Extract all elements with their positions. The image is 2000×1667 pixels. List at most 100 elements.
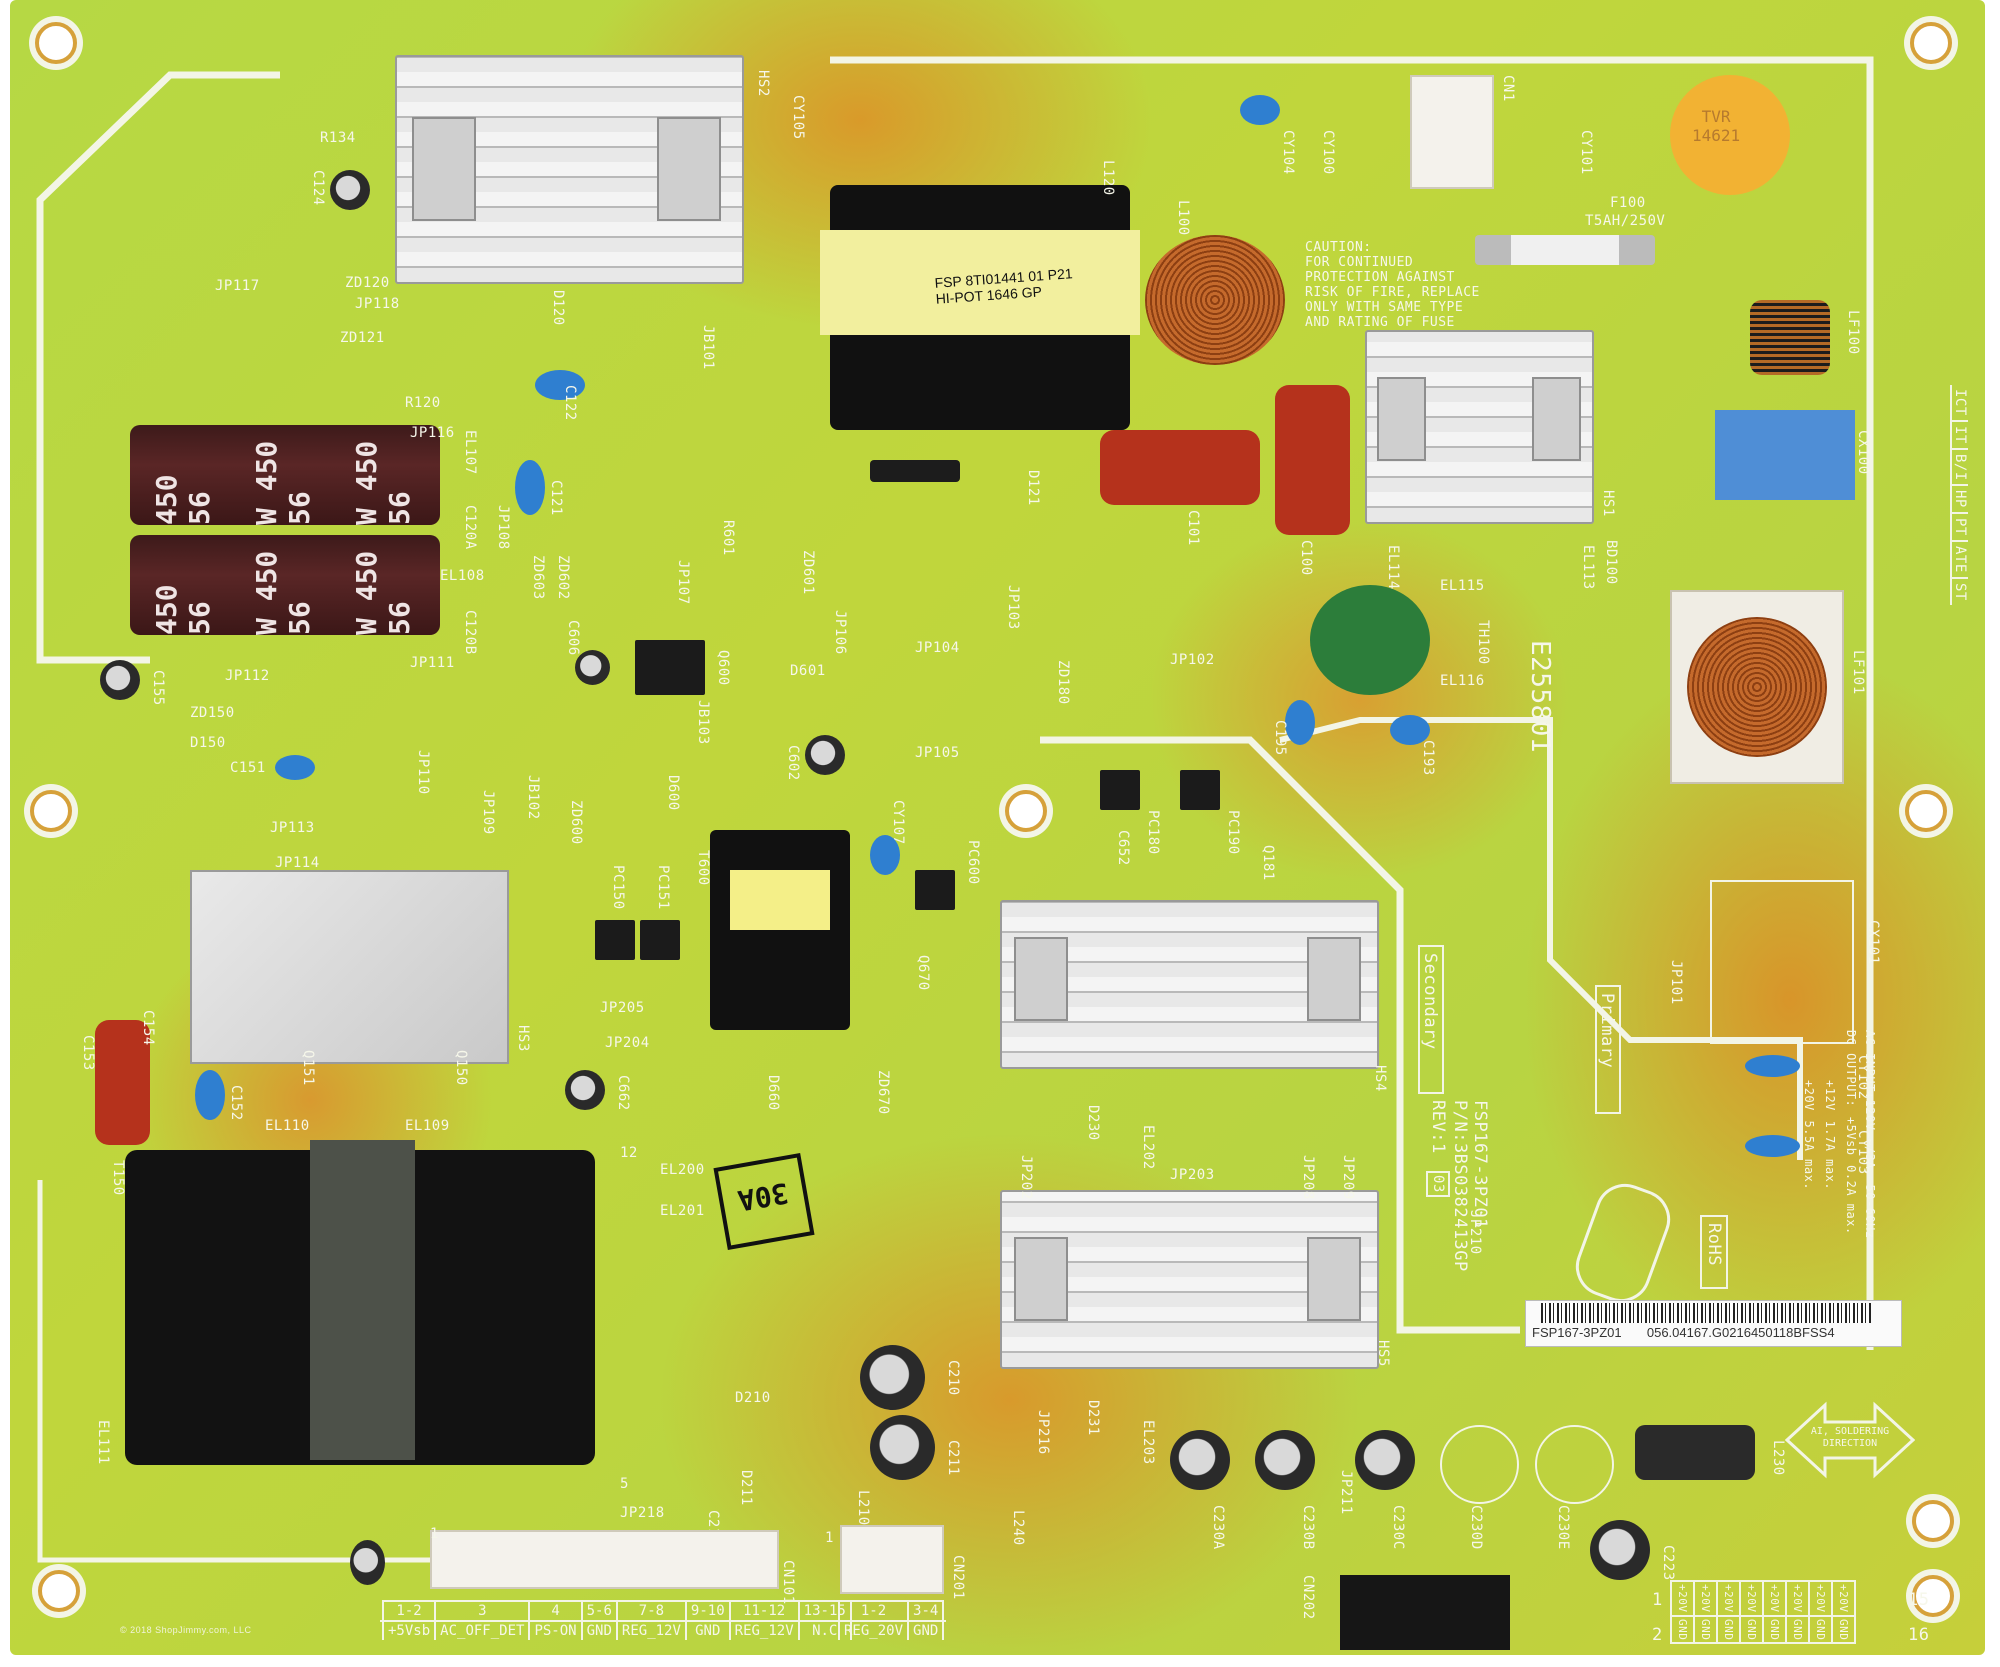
- capacitor-c122: [535, 370, 585, 400]
- ac-input-rating: AC INPUT:120V ~/3A, 50-60Hz: [1863, 1030, 1877, 1239]
- capacitor-c193: [1390, 715, 1430, 745]
- bulk-cap-voltage: 450: [150, 474, 183, 525]
- refdes-r120: R120: [405, 395, 441, 411]
- refdes-c230d: C230D: [1468, 1505, 1484, 1550]
- connector-cn101[interactable]: [430, 1530, 779, 1589]
- bulk-cap-voltage: 450: [150, 584, 183, 635]
- barcode-model: FSP167-3PZ01: [1532, 1325, 1622, 1340]
- connector-cn201[interactable]: [840, 1525, 944, 1594]
- pin-12-label: 12: [620, 1145, 638, 1161]
- barcode: [1541, 1303, 1871, 1323]
- qc-checklist: ICT IT B/I HP PT ATE ST: [1950, 385, 1982, 605]
- rohs-box: RoHS: [1700, 1215, 1728, 1289]
- bulk-cap-voltage: 450: [350, 440, 383, 492]
- cn201-pin1: 1: [825, 1530, 834, 1546]
- capacitor-c153: [95, 1020, 150, 1145]
- cn202-row2-start: 2: [1652, 1625, 1663, 1645]
- handwritten-mark: 30A: [713, 1152, 815, 1251]
- main-transformer-t100: FSP 8TI01441 01 P21 HI-POT 1646 GP: [820, 185, 1140, 430]
- fuse-rating: T5AH/250V: [1585, 213, 1666, 229]
- refdes-cn101: CN101: [780, 1560, 796, 1605]
- refdes-jb101: JB101: [700, 325, 716, 370]
- cn202-pin-signal: +20V: [1741, 1582, 1762, 1617]
- capacitor-c152: [195, 1070, 225, 1120]
- isolation-boundary-outline: [36, 56, 1874, 1563]
- heatsink-clip: [1014, 937, 1068, 1021]
- refdes-c211: C211: [945, 1440, 961, 1476]
- refdes-jp208: JP208: [1300, 1155, 1316, 1200]
- mounting-hole: [1910, 22, 1952, 64]
- refdes-d121: D121: [1025, 470, 1041, 506]
- refdes-jp108: JP108: [495, 505, 511, 550]
- refdes-hs1: HS1: [1600, 490, 1616, 517]
- refdes-hs4: HS4: [1372, 1065, 1388, 1092]
- refdes-t600: T600: [695, 850, 711, 886]
- qc-item: IT: [1952, 422, 1968, 450]
- refdes-jp107: JP107: [675, 560, 691, 605]
- refdes-r134: R134: [320, 130, 356, 146]
- cx101-outline: [1710, 880, 1854, 1044]
- caution-line: AND RATING OF FUSE: [1305, 315, 1455, 330]
- refdes-c122: C122: [562, 385, 578, 421]
- capacitor-c124: [330, 170, 370, 210]
- mounting-hole: [1912, 1575, 1954, 1617]
- refdes-c100: C100: [1298, 540, 1314, 576]
- refdes-el201: EL201: [660, 1203, 705, 1219]
- ic-q600: [635, 640, 705, 695]
- ac-input-connector-cn1[interactable]: [1410, 75, 1494, 189]
- thermistor-ref: TH100: [1475, 620, 1491, 665]
- transformer-t600: [710, 830, 850, 1030]
- refdes-jp101: JP101: [1668, 960, 1684, 1005]
- capacitor-c230d-footprint: [1440, 1425, 1519, 1504]
- refdes-jp118: JP118: [355, 296, 400, 312]
- heatsink-clip: [1532, 377, 1581, 461]
- transformer-tape: FSP 8TI01441 01 P21 HI-POT 1646 GP: [820, 230, 1140, 335]
- capacitor-cy107: [870, 835, 900, 875]
- cn202-pin-signal: +20V: [1764, 1582, 1785, 1617]
- refdes-q181: Q181: [1260, 845, 1276, 881]
- refdes-jp216: JP216: [1035, 1410, 1051, 1455]
- refdes-c652: C652: [1115, 830, 1131, 866]
- cn202-pin-signal: +20V: [1672, 1582, 1693, 1617]
- capacitor-cy102: [1745, 1055, 1800, 1077]
- heatsink-clip: [1307, 937, 1361, 1021]
- capacitor-c210: [860, 1345, 925, 1410]
- refdes-t150: T150: [110, 1160, 126, 1196]
- bulk-cap-voltage: 450: [250, 550, 283, 602]
- heatsink-hs4: [1000, 900, 1379, 1069]
- revision-triangle-label: 03: [1426, 1171, 1450, 1198]
- varistor-va100: TVR 14621: [1670, 75, 1790, 195]
- refdes-hs5: HS5: [1375, 1340, 1391, 1367]
- refdes-c120a: C120A: [462, 505, 478, 550]
- refdes-el200: EL200: [660, 1162, 705, 1178]
- connector-cn202[interactable]: [1340, 1575, 1510, 1650]
- refdes-q670: Q670: [915, 955, 931, 991]
- cn202-pin-signal: GND: [1768, 1618, 1781, 1640]
- refdes-q151: Q151: [300, 1050, 316, 1086]
- refdes-cy105: CY105: [790, 95, 806, 140]
- refdes-jp116: JP116: [410, 425, 455, 441]
- refdes-jp202: JP202: [1018, 1155, 1034, 1200]
- capacitor-c155: [100, 660, 140, 700]
- pin-5-label: 5: [620, 1476, 629, 1492]
- refdes-c602: C602: [785, 745, 801, 781]
- refdes-el203: EL203: [1140, 1420, 1156, 1465]
- refdes-zd150: ZD150: [190, 705, 235, 721]
- mounting-hole: [30, 790, 72, 832]
- refdes-jp203: JP203: [1170, 1167, 1215, 1183]
- x2-capacitor-cx100: [1715, 410, 1855, 500]
- refdes-l240: L240: [1010, 1510, 1026, 1546]
- refdes-jp102: JP102: [1170, 652, 1215, 668]
- caution-line: FOR CONTINUED: [1305, 255, 1414, 270]
- refdes-jp205: JP205: [600, 1000, 645, 1016]
- choke-lf101: [1670, 590, 1844, 784]
- board-part-number-block: P/N:3BS0382413GP: [1450, 1100, 1470, 1272]
- refdes-c195: C195: [1272, 720, 1288, 756]
- refdes-zd121: ZD121: [340, 330, 385, 346]
- board-id-block: FSP167-3PZ01: [1470, 1100, 1490, 1229]
- cn202-row2-end: 16: [1908, 1625, 1930, 1645]
- capacitor-c101: [1100, 430, 1260, 505]
